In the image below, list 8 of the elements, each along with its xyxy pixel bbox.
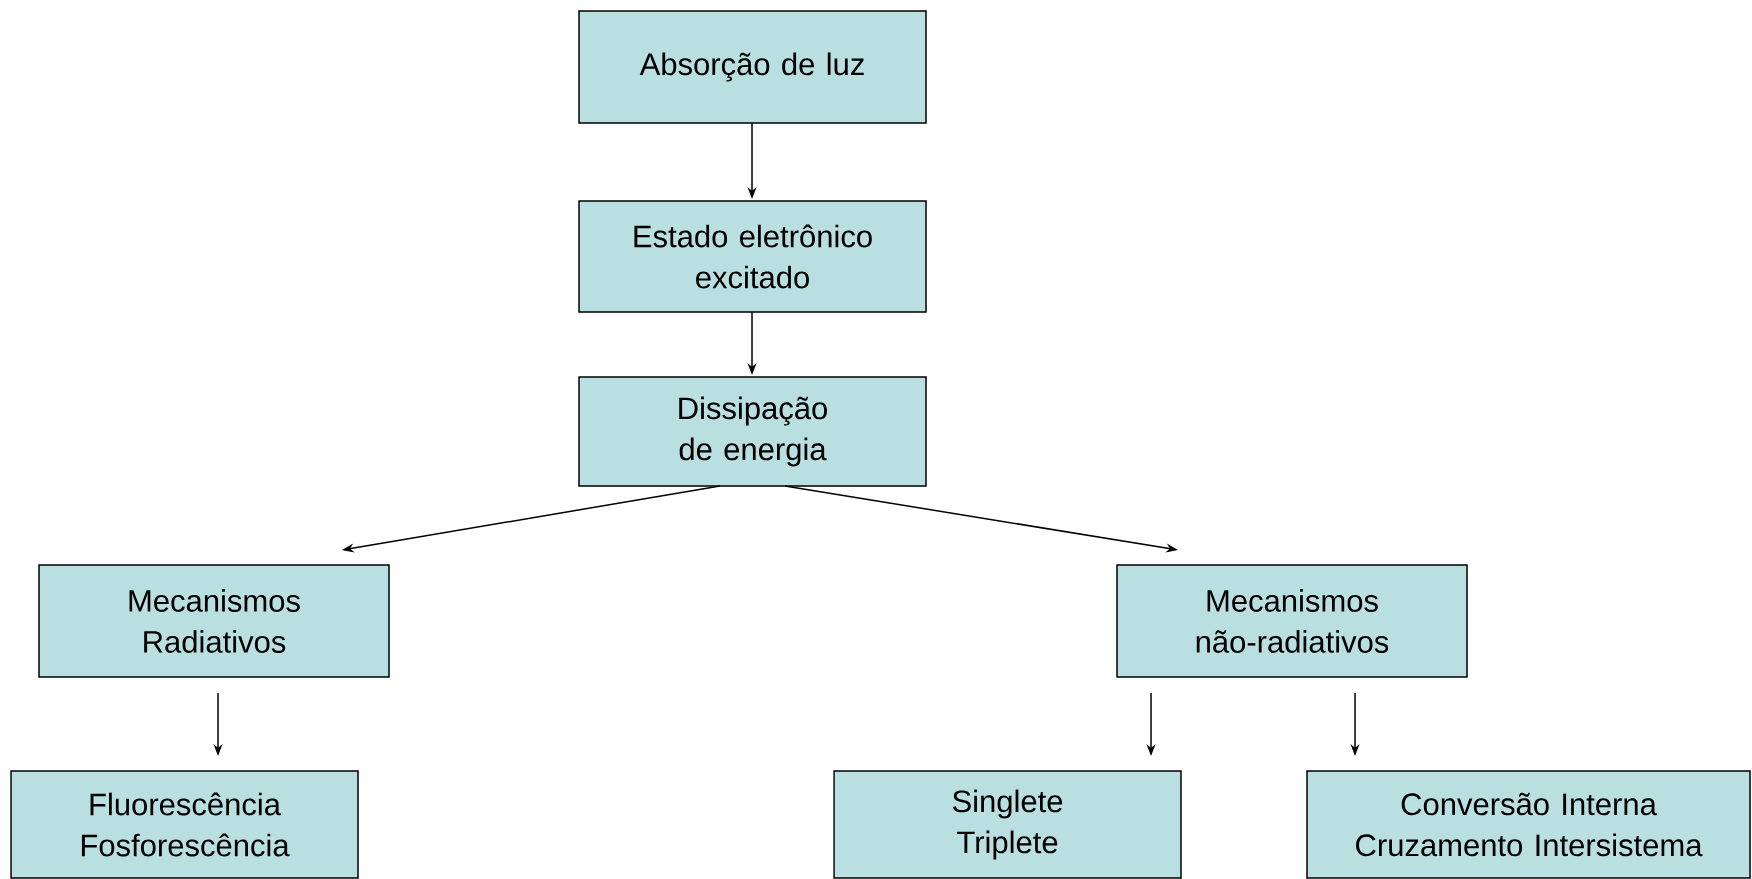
process-box: Singlete Triplete: [833, 770, 1182, 879]
process-box: Estado eletrônico excitado: [578, 200, 927, 313]
process-box: Fluorescência Fosforescência: [10, 770, 359, 879]
process-box: Dissipação de energia: [578, 376, 927, 487]
process-box: Conversão Interna Cruzamento Intersistema: [1306, 770, 1751, 879]
process-box: Mecanismos Radiativos: [38, 564, 390, 678]
process-box: Mecanismos não-radiativos: [1116, 564, 1468, 678]
process-box: Absorção de luz: [578, 10, 927, 124]
